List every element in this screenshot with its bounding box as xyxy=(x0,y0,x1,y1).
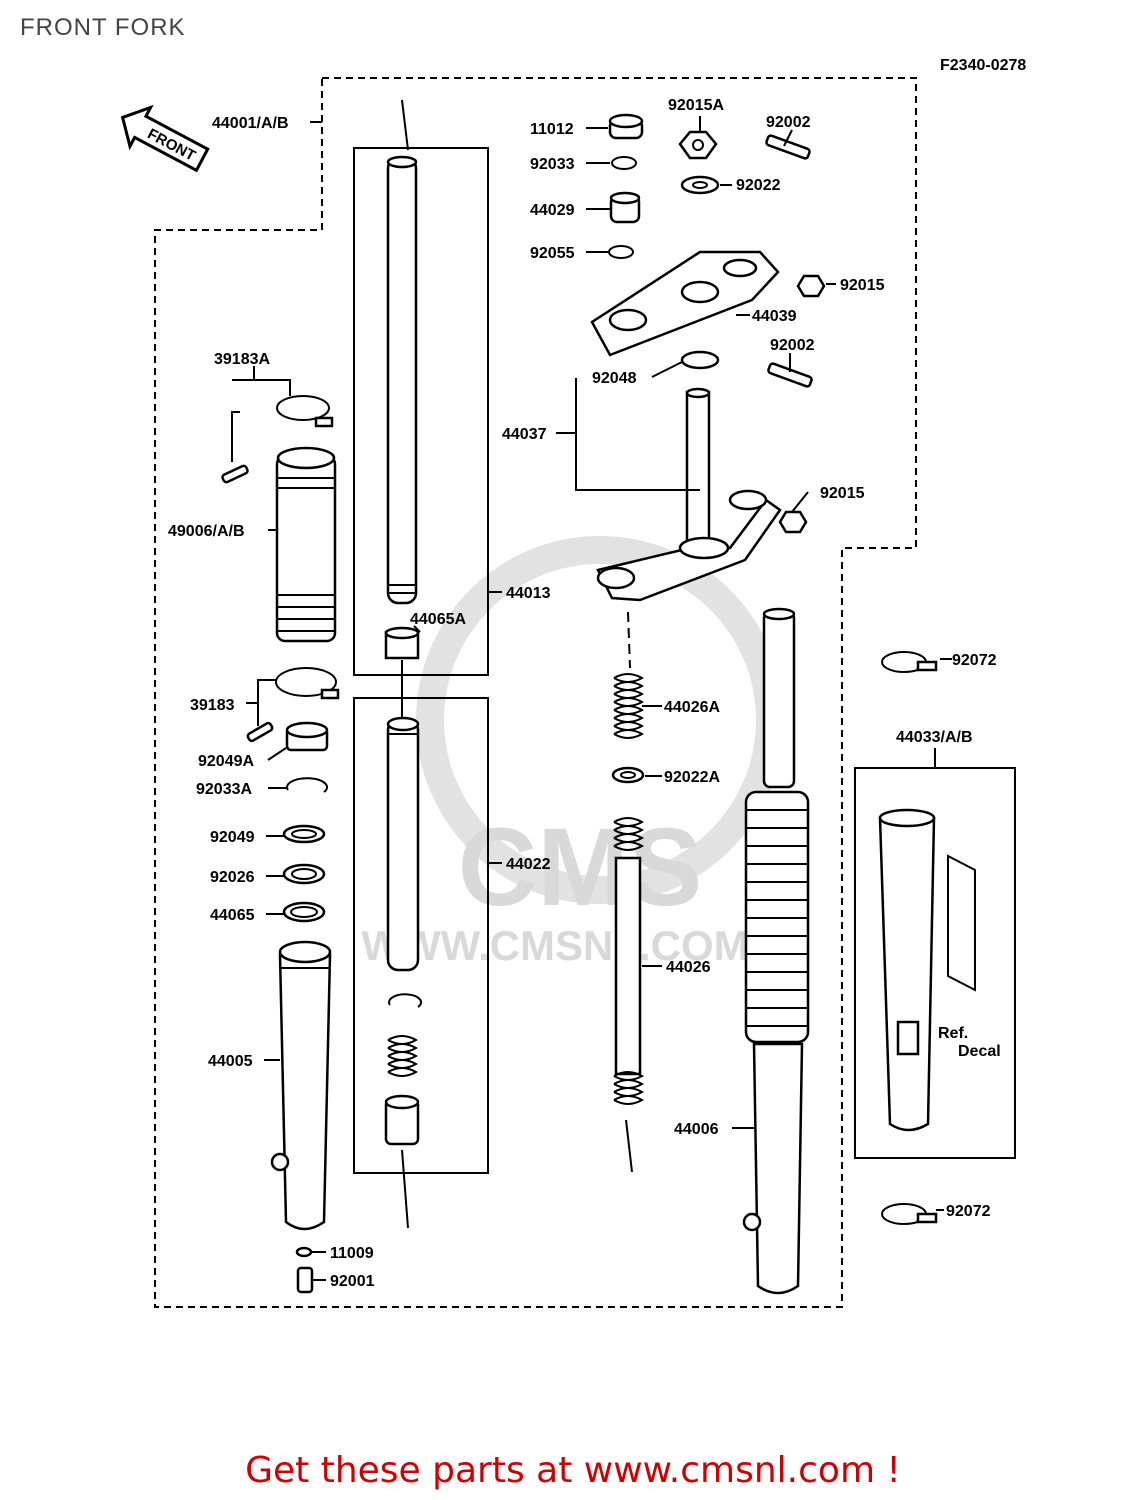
callout-92002-upper: 92002 xyxy=(766,114,811,131)
callout-44013: 44013 xyxy=(506,585,551,602)
bolt-92002-lower xyxy=(767,362,813,388)
bolt-92001 xyxy=(296,1266,314,1294)
callout-92072-upper: 92072 xyxy=(952,652,997,669)
callout-44005: 44005 xyxy=(208,1053,253,1070)
spring-44026A xyxy=(613,673,645,739)
cap-11012 xyxy=(608,113,644,140)
front-arrow-icon: FRONT xyxy=(120,104,210,173)
callout-44006: 44006 xyxy=(674,1121,719,1138)
callout-44037: 44037 xyxy=(502,426,547,443)
callout-39183: 39183 xyxy=(190,697,235,714)
callout-44029: 44029 xyxy=(530,202,575,219)
adjuster-44029 xyxy=(609,191,641,224)
decal-label: Decal xyxy=(958,1043,1001,1060)
washer-92022A xyxy=(611,766,645,784)
steering-stem-44037 xyxy=(596,387,782,602)
callout-92015-upper: 92015 xyxy=(840,277,885,294)
callout-44001: 44001/A/B xyxy=(212,115,289,132)
inner-tube-group-box xyxy=(353,147,489,676)
bushing-44065A xyxy=(384,626,420,660)
leader-lines xyxy=(231,116,952,1281)
circlip-92033A xyxy=(286,777,329,793)
watermark-brand: CMS xyxy=(458,806,702,929)
callout-44026: 44026 xyxy=(666,959,711,976)
oil-lock-piece xyxy=(384,1094,420,1229)
callout-49006: 49006/A/B xyxy=(168,523,245,540)
ref-label: Ref. xyxy=(938,1025,968,1042)
fork-guard-44033 xyxy=(878,808,936,1132)
callout-11009: 11009 xyxy=(330,1245,374,1262)
seal-92048 xyxy=(680,350,720,370)
washer-92022 xyxy=(680,175,720,195)
rebound-spring xyxy=(387,1035,419,1077)
callout-92033A: 92033A xyxy=(196,781,252,798)
steering-top-bracket-44039 xyxy=(590,250,780,357)
screw-left-upper xyxy=(221,464,249,484)
callout-92072-lower: 92072 xyxy=(946,1203,991,1220)
damper-rod-44022 xyxy=(386,660,420,972)
fork-clamp-92072-lower xyxy=(881,1203,938,1225)
callout-92001: 92001 xyxy=(330,1273,375,1290)
spring-axis-upper xyxy=(627,611,631,669)
callout-44065: 44065 xyxy=(210,907,255,924)
washer-92026 xyxy=(282,863,326,885)
callout-44039: 44039 xyxy=(752,308,797,325)
callout-92022: 92022 xyxy=(736,177,781,194)
callout-92015A: 92015A xyxy=(668,97,724,114)
screw-left-lower xyxy=(246,721,274,743)
decal-shape xyxy=(947,854,976,992)
nut-92015A xyxy=(678,130,718,160)
gasket-11009 xyxy=(295,1246,313,1258)
callout-39183A: 39183A xyxy=(214,351,270,368)
oil-seal-92049 xyxy=(282,824,326,844)
callout-11012: 11012 xyxy=(530,121,574,138)
circlip-92033 xyxy=(611,156,637,170)
callout-92049: 92049 xyxy=(210,829,255,846)
fork-boot-49006 xyxy=(275,446,337,643)
nut-92015-lower xyxy=(778,510,808,534)
callout-92033: 92033 xyxy=(530,156,575,173)
bushing-44065 xyxy=(282,901,326,923)
callout-92048: 92048 xyxy=(592,370,637,387)
inner-tube-44013 xyxy=(386,99,418,605)
callout-92055: 92055 xyxy=(530,245,575,262)
damper-group-box xyxy=(353,697,489,1174)
boot-clamp-39183 xyxy=(275,667,340,700)
footer-link-text[interactable]: Get these parts at www.cmsnl.com ! xyxy=(245,1450,901,1491)
fork-clamp-92072-upper xyxy=(881,651,938,673)
assembly-outline xyxy=(154,77,917,1308)
callout-44033: 44033/A/B xyxy=(896,729,973,746)
callout-44026A: 44026A xyxy=(664,699,720,716)
watermark-url: WWW.CMSNL.COM xyxy=(361,922,748,969)
callout-92022A: 92022A xyxy=(664,769,720,786)
callout-92002-lower: 92002 xyxy=(770,337,815,354)
fork-leg-44006 xyxy=(742,607,810,1295)
callout-92026: 92026 xyxy=(210,869,255,886)
callout-44022: 44022 xyxy=(506,856,551,873)
bolt-92002-upper xyxy=(765,134,811,160)
oring-92055 xyxy=(608,245,634,259)
nut-92015-upper xyxy=(796,274,826,298)
page-title: FRONT FORK xyxy=(20,14,186,41)
boot-clamp-39183A xyxy=(276,395,334,428)
outer-tube-44005 xyxy=(270,940,332,1231)
oil-seal-92049A xyxy=(285,721,329,752)
callout-92049A: 92049A xyxy=(198,753,254,770)
callout-92015-lower: 92015 xyxy=(820,485,865,502)
callout-44065A: 44065A xyxy=(410,611,466,628)
watermark: CMS WWW.CMSNL.COM xyxy=(361,536,784,969)
circlip-small xyxy=(388,993,423,1008)
spring-44026 xyxy=(613,817,645,1173)
diagram-code: F2340-0278 xyxy=(940,57,1026,74)
